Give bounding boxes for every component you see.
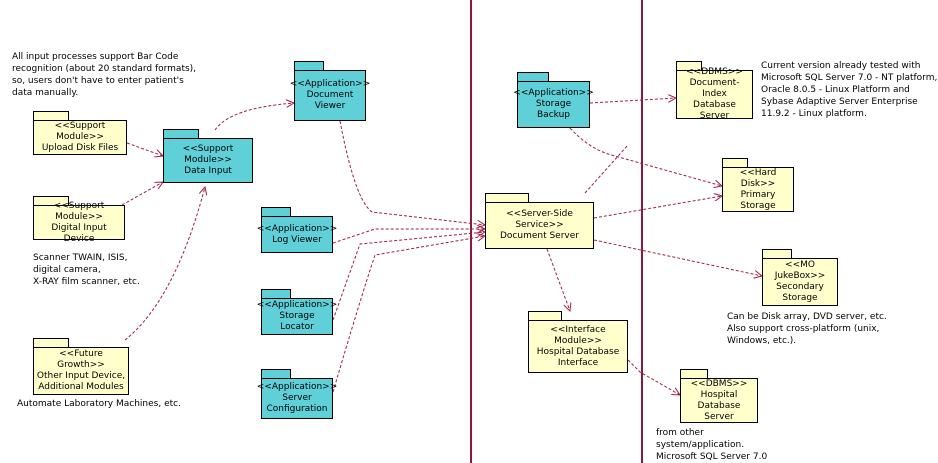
package-stereotype: <<MO JukeBox>> [774,260,826,281]
package-stereotype: <<Application>> [256,300,338,310]
note-automate: Automate Laboratory Machines, etc. [17,399,181,409]
package-name: Hospital Database Interface [536,346,620,368]
package-tab [33,338,69,348]
package-stereotype: <<Support Module>> [182,144,234,165]
package-tab [261,369,291,379]
package-body: <<Application>> Server Configuration [257,378,337,419]
package-body: <<Interface Module>> Hospital Database I… [528,320,628,373]
package-name: Digital Input Device [51,222,107,244]
package-document-index-db[interactable]: <<DBMS>> Document-Index Database Server [676,61,753,121]
package-upload-disk-files[interactable]: <<Support Module>> Upload Disk Files [33,111,127,155]
package-stereotype: <<Server-Side Service>> [506,209,573,230]
note-barcode: All input processes support Bar Code rec… [12,52,197,98]
package-tab [33,111,69,121]
package-tab [261,207,291,217]
package-stereotype: <<Interface Module>> [550,324,606,346]
link-backup-to-docindex [589,98,676,104]
package-stereotype: <<Application>> [256,382,338,392]
package-name: Other Input Device, Additional Modules [36,371,126,392]
package-tab [33,196,69,206]
package-body: <<DBMS>> Document-Index Database Server [676,67,753,121]
package-tab [294,61,324,71]
package-name: Document Server [499,231,579,241]
package-name: Storage Backup [535,99,572,120]
package-stereotype: <<DBMS>> [690,378,748,389]
package-body: <<Application>> Storage Backup [513,81,594,128]
package-storage-locator[interactable]: <<Application>> Storage Locator [257,289,337,335]
link-backup-to-primary [569,127,722,186]
package-future-growth[interactable]: <<Future Growth>> Other Input Device, Ad… [33,338,129,395]
package-stereotype: <<Future Growth>> [57,349,105,370]
package-hospital-db-interface[interactable]: <<Interface Module>> Hospital Database I… [528,311,628,373]
package-tab [517,72,549,82]
link-future-to-datainput [124,187,205,341]
package-storage-backup[interactable]: <<Application>> Storage Backup [513,72,594,128]
package-tab [261,289,291,299]
link-storagelocator-to-docserver [332,232,485,321]
link-docserver-to-primary [593,196,722,219]
package-body: <<MO JukeBox>> Secondary Storage [762,258,838,306]
package-body: <<Support Module>> Digital Input Device [33,201,125,244]
package-digital-input-device[interactable]: <<Support Module>> Digital Input Device [33,196,125,244]
link-docserver-to-secondary [593,239,762,276]
package-name: Secondary Storage [776,282,824,303]
package-tab [680,369,708,379]
package-name: Hospital Database Server [697,389,741,422]
package-hospital-db-server[interactable]: <<DBMS>> Hospital Database Server [680,369,758,423]
link-digital-to-datainput [121,182,163,206]
package-secondary-storage[interactable]: <<MO JukeBox>> Secondary Storage [762,249,838,306]
package-name: Log Viewer [272,234,322,245]
package-tab [485,193,529,203]
package-stereotype: <<Support Module>> [54,121,106,142]
package-name: Server Configuration [266,393,328,414]
package-body: <<Application>> Log Viewer [257,216,337,253]
package-body: <<Server-Side Service>> Document Server [485,202,594,249]
note-other-system: from other system/application. Microsoft… [656,428,768,462]
package-name: Document Viewer [306,90,354,111]
package-body: <<Application>> Storage Locator [257,298,337,335]
package-name: Document-Index Database Server [689,78,740,121]
package-tab [676,61,702,71]
link-logviewer-to-docserver [332,229,485,244]
package-tab [528,311,562,321]
package-name: Storage Locator [279,311,315,332]
package-stereotype: <<Application>> [256,223,338,234]
link-hospinterface-to-hospdb [627,359,680,395]
package-document-server[interactable]: <<Server-Side Service>> Document Server [485,193,594,249]
package-tab [762,249,792,259]
package-body: <<Hard Disk>> Primary Storage [722,167,794,212]
package-tab [163,129,199,139]
package-name: Upload Disk Files [41,143,119,153]
package-stereotype: <<Hard Disk>> [739,167,777,189]
package-document-viewer[interactable]: <<Application>> Document Viewer [290,61,370,121]
package-body: <<Support Module>> Data Input [163,138,253,183]
package-body: <<DBMS>> Hospital Database Server [680,378,758,423]
package-stereotype: <<Application>> [289,79,371,89]
package-stereotype: <<Support Module>> [53,200,105,222]
link-docserver-to-backup [584,144,629,194]
package-name: Primary Storage [740,189,776,211]
link-upload-to-datainput [126,142,163,156]
package-data-input[interactable]: <<Support Module>> Data Input [163,129,253,183]
link-serverconfig-to-docserver [332,236,485,393]
package-tab [722,158,748,168]
package-server-configuration[interactable]: <<Application>> Server Configuration [257,369,337,419]
note-current-version: Current version already tested with Micr… [761,61,938,119]
package-stereotype: <<DBMS>> [686,67,743,77]
link-docviewer-to-docserver [339,120,485,225]
package-primary-storage[interactable]: <<Hard Disk>> Primary Storage [722,158,794,212]
package-body: <<Support Module>> Upload Disk Files [33,120,127,155]
package-body: <<Future Growth>> Other Input Device, Ad… [33,347,129,395]
link-docserver-to-hospinterface [546,248,570,311]
package-stereotype: <<Application>> [513,88,594,98]
note-disk-array: Can be Disk array, DVD server, etc. Also… [727,312,887,346]
package-name: Data Input [184,166,232,176]
note-scanner: Scanner TWAIN, ISIS, digital camera, X-R… [33,253,140,287]
link-datainput-to-docviewer [214,103,294,131]
package-log-viewer[interactable]: <<Application>> Log Viewer [257,207,337,253]
package-body: <<Application>> Document Viewer [290,70,370,121]
